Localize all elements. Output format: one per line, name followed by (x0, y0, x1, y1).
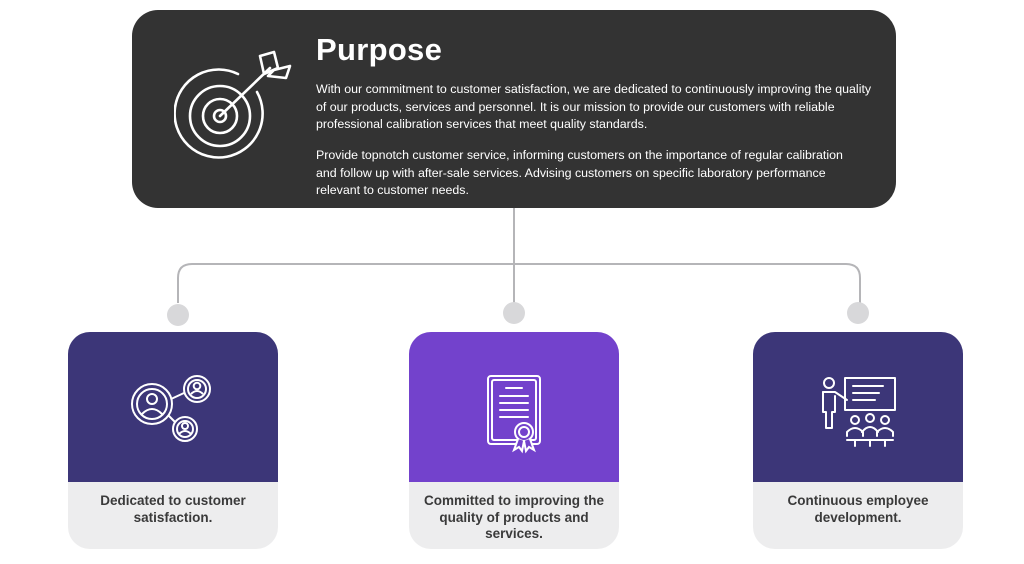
card-label: Committed to improving the quality of pr… (424, 493, 604, 541)
purpose-box: Purpose With our commitment to customer … (132, 10, 896, 208)
card-label: Continuous employee development. (787, 493, 929, 525)
certificate-icon (487, 375, 541, 454)
card-label: Dedicated to customer satisfaction. (100, 493, 246, 525)
training-presentation-icon (822, 377, 896, 447)
connector-branch (177, 263, 861, 303)
card-header (753, 332, 963, 482)
purpose-paragraph-1: With our commitment to customer satisfac… (316, 82, 872, 131)
target-dart-icon (174, 50, 292, 159)
card-quality-improvement: Committed to improving the quality of pr… (409, 332, 619, 549)
connector-dot-1 (167, 304, 189, 326)
connector-dot-3 (847, 302, 869, 324)
card-employee-development: Continuous employee development. (753, 332, 963, 549)
card-header (409, 332, 619, 482)
card-customer-satisfaction: Dedicated to customer satisfaction. (68, 332, 278, 549)
purpose-title: Purpose (316, 32, 443, 67)
customer-network-icon (131, 375, 211, 442)
card-header (68, 332, 278, 482)
purpose-paragraph-2: Provide topnotch customer service, infor… (316, 148, 843, 197)
connector-dot-2 (503, 302, 525, 324)
